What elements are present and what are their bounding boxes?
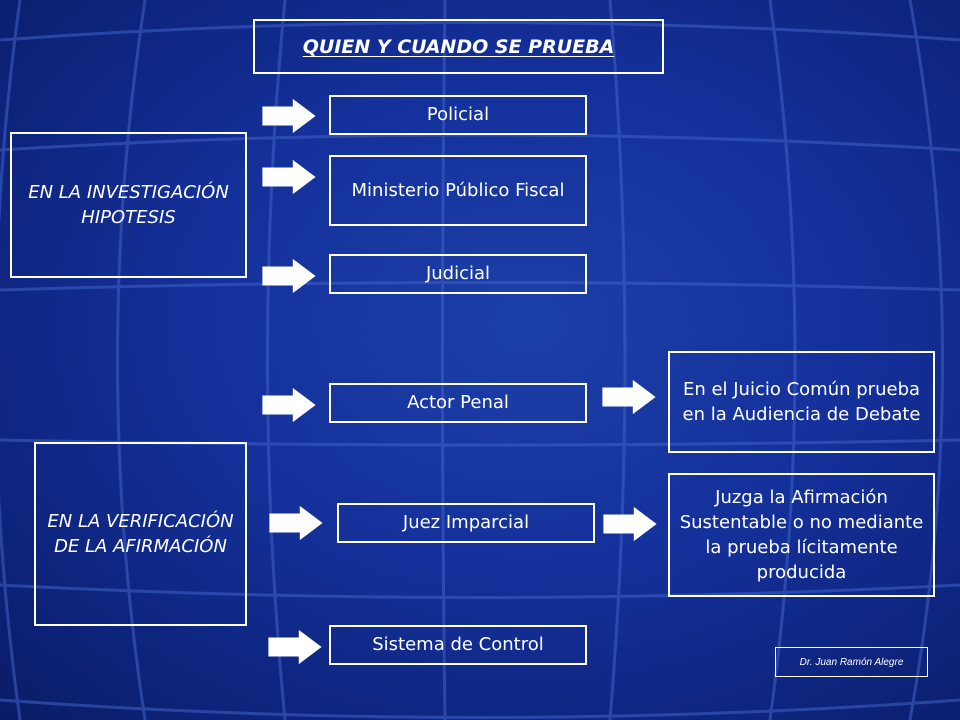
judicial-box: Judicial	[329, 254, 587, 294]
ministerio-publico-text: Ministerio Público Fiscal	[351, 179, 565, 201]
investigation-group-text: EN LA INVESTIGACIÓN HIPOTESIS	[28, 181, 229, 228]
actor-penal-text: Actor Penal	[407, 392, 509, 414]
verification-group-text: EN LA VERIFICACIÓN DE LA AFIRMACIÓN	[47, 510, 234, 557]
juez-imparcial-box: Juez Imparcial	[337, 503, 595, 543]
ministerio-publico-box: Ministerio Público Fiscal	[329, 155, 587, 226]
juicio-comun-text: En el Juicio Común prueba en la Audienci…	[682, 378, 921, 425]
diagram-title-text: QUIEN Y CUANDO SE PRUEBA	[302, 35, 615, 58]
sistema-de-control-box: Sistema de Control	[329, 625, 587, 665]
investigation-group-box: EN LA INVESTIGACIÓN HIPOTESIS	[10, 132, 247, 278]
author-credit-text: Dr. Juan Ramón Alegre	[799, 656, 904, 668]
author-credit: Dr. Juan Ramón Alegre	[775, 647, 928, 677]
diagram-title: QUIEN Y CUANDO SE PRUEBA	[253, 19, 664, 74]
arrow-right-icon	[269, 505, 323, 541]
policial-text: Policial	[426, 104, 490, 126]
judicial-text: Judicial	[425, 263, 491, 285]
verification-group-box: EN LA VERIFICACIÓN DE LA AFIRMACIÓN	[34, 442, 247, 626]
sistema-de-control-text: Sistema de Control	[372, 634, 544, 656]
arrow-right-icon	[262, 387, 316, 423]
actor-penal-box: Actor Penal	[329, 383, 587, 423]
juzga-afirmacion-text: Juzga la Afirmación Sustentable o no med…	[679, 486, 924, 584]
arrow-right-icon	[262, 98, 316, 134]
arrow-right-icon	[602, 379, 656, 415]
policial-box: Policial	[329, 95, 587, 135]
juez-imparcial-text: Juez Imparcial	[402, 512, 530, 534]
arrow-right-icon	[268, 629, 322, 665]
juzga-afirmacion-box: Juzga la Afirmación Sustentable o no med…	[668, 473, 935, 597]
arrow-right-icon	[262, 258, 316, 294]
juicio-comun-box: En el Juicio Común prueba en la Audienci…	[668, 351, 935, 453]
arrow-right-icon	[603, 506, 657, 542]
arrow-right-icon	[262, 159, 316, 195]
